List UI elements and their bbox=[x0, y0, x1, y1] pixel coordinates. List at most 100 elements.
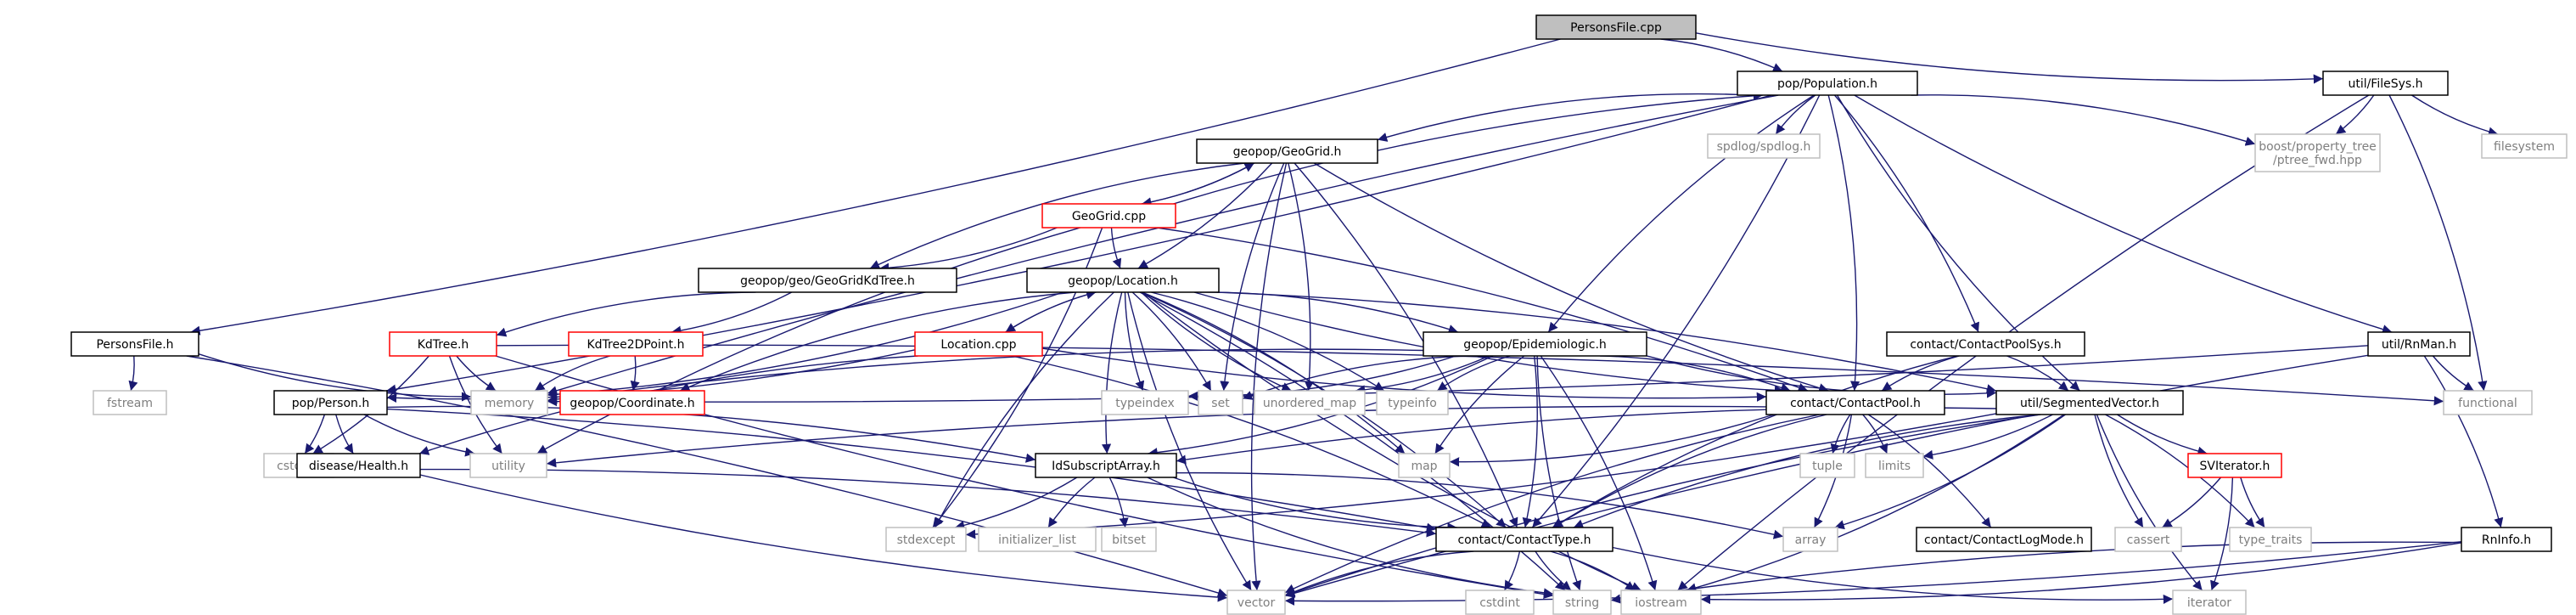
node-rninfo-h[interactable]: RnInfo.h bbox=[2461, 527, 2552, 552]
edge-geopop-geo-geogridkdtree-h-to-kdtree2dpoint-h bbox=[671, 291, 793, 336]
node-util-filesys-h[interactable]: util/FileSys.h bbox=[2322, 71, 2449, 96]
node-sviterator-h[interactable]: SVIterator.h bbox=[2187, 453, 2282, 478]
node-label-idsubscriptarray-h: IdSubscriptArray.h bbox=[1052, 460, 1160, 473]
edge-geogrid-cpp-to-geopop-geo-geogridkdtree-h bbox=[879, 227, 1058, 273]
node-geogrid-cpp[interactable]: GeoGrid.cpp bbox=[1041, 203, 1176, 229]
node-box-spdlog-spdlog-h bbox=[1707, 133, 1821, 159]
edge-geopop-location-h-to-iostream bbox=[1142, 291, 1642, 591]
edge-pop-population-h-to-geopop-geogrid-h bbox=[1377, 93, 1738, 142]
edge-contact-contacttype-h-to-iostream bbox=[1550, 550, 1636, 591]
node-label-tuple: tuple bbox=[1812, 460, 1843, 473]
node-label-util-rnman-h: util/RnMan.h bbox=[2382, 338, 2456, 352]
node-box-geopop-epidemiologic-h bbox=[1423, 331, 1647, 357]
node-geopop-geo-geogridkdtree-h[interactable]: geopop/geo/GeoGridKdTree.h bbox=[698, 268, 957, 293]
edge-location-cpp-to-contact-contacttype-h bbox=[1011, 355, 1492, 528]
node-label-array: array bbox=[1795, 533, 1827, 547]
edge-geopop-geogrid-h-to-vector bbox=[1250, 162, 1288, 591]
node-personsfile-h[interactable]: PersonsFile.h bbox=[70, 331, 199, 357]
edge-contact-contactpool-h-to-map bbox=[1449, 414, 1775, 467]
edge-util-segmentedvector-h-to-vector bbox=[1284, 414, 2040, 597]
edge-geopop-epidemiologic-h-to-contact-contacttype-h bbox=[1522, 355, 1538, 528]
node-geopop-coordinate-h[interactable]: geopop/Coordinate.h bbox=[559, 390, 705, 415]
node-disease-health-h[interactable]: disease/Health.h bbox=[296, 453, 421, 478]
edge-sviterator-h-to-cassert bbox=[2162, 477, 2222, 528]
node-box-utility bbox=[469, 453, 547, 478]
node-geopop-epidemiologic-h[interactable]: geopop/Epidemiologic.h bbox=[1423, 331, 1647, 357]
edge-util-rnman-h-to-memory bbox=[547, 345, 2369, 407]
node-geopop-location-h[interactable]: geopop/Location.h bbox=[1026, 268, 1220, 293]
node-geopop-geogrid-h[interactable]: geopop/GeoGrid.h bbox=[1196, 138, 1378, 164]
edge-pop-population-h-to-contact-contactpool-h bbox=[1827, 94, 1860, 392]
node-label-set: set bbox=[1211, 397, 1230, 410]
edge-personsfile-cpp-to-personsfile-h bbox=[190, 38, 1561, 336]
edge-kdtree2dpoint-h-to-memory bbox=[534, 355, 610, 392]
node-idsubscriptarray-h[interactable]: IdSubscriptArray.h bbox=[1035, 453, 1177, 478]
edge-contact-contactpoolsys-h-to-contact-contacttype-h bbox=[1552, 355, 1958, 528]
node-util-segmentedvector-h[interactable]: util/SegmentedVector.h bbox=[1995, 390, 2184, 415]
node-tuple: tuple bbox=[1799, 453, 1855, 478]
node-location-cpp[interactable]: Location.cpp bbox=[914, 331, 1043, 357]
node-box-functional bbox=[2443, 390, 2533, 415]
node-filesystem: filesystem bbox=[2481, 133, 2568, 159]
node-contact-contactlogmode-h[interactable]: contact/ContactLogMode.h bbox=[1916, 527, 2092, 552]
node-label-spdlog-spdlog-h: spdlog/spdlog.h bbox=[1717, 140, 1811, 154]
node-box-vector bbox=[1226, 590, 1286, 615]
edge-contact-contactpool-h-to-contact-contacttype-h bbox=[1552, 414, 1827, 528]
edge-sviterator-h-to-type-traits bbox=[2240, 477, 2265, 528]
edge-idsubscriptarray-h-to-stdexcept bbox=[954, 477, 1078, 530]
edge-geopop-epidemiologic-h-to-set bbox=[1242, 355, 1472, 400]
edge-geopop-geogrid-h-to-geopop-location-h bbox=[1137, 162, 1273, 269]
node-label-utility: utility bbox=[491, 460, 525, 473]
node-contact-contactpool-h[interactable]: contact/ContactPool.h bbox=[1765, 390, 1945, 415]
node-box-contact-contactpoolsys-h bbox=[1886, 331, 2085, 357]
node-pop-population-h[interactable]: pop/Population.h bbox=[1737, 71, 1918, 96]
node-box-boost-property-tree-ptree-fwd-hpp bbox=[2254, 133, 2381, 172]
edge-geopop-location-h-to-map bbox=[1142, 291, 1406, 454]
edge-util-filesys-h-to-filesystem bbox=[2411, 94, 2499, 137]
node-box-initializer-list bbox=[978, 527, 1097, 552]
edge-geopop-epidemiologic-h-to-util-segmentedvector-h bbox=[1646, 355, 1997, 398]
node-string: string bbox=[1552, 590, 1612, 615]
edge-contact-contactpool-h-to-vector bbox=[1284, 414, 1821, 594]
node-box-kdtree-h bbox=[389, 331, 497, 357]
node-label-pop-person-h: pop/Person.h bbox=[292, 397, 369, 410]
node-label-boost-property-tree-ptree-fwd-hpp-1: /ptree_fwd.hpp bbox=[2273, 154, 2362, 167]
node-label-cstdint: cstdint bbox=[1479, 596, 1520, 610]
node-contact-contacttype-h[interactable]: contact/ContactType.h bbox=[1435, 527, 1614, 552]
edge-geopop-epidemiologic-h-to-string bbox=[1536, 355, 1581, 591]
edge-contact-contactpool-h-to-contact-contactlogmode-h bbox=[1867, 414, 1992, 528]
edge-util-segmentedvector-h-to-iterator bbox=[2096, 414, 2203, 591]
node-label-geogrid-cpp: GeoGrid.cpp bbox=[1072, 210, 1146, 223]
node-label-geopop-geogrid-h: geopop/GeoGrid.h bbox=[1233, 145, 1342, 159]
edge-util-filesys-h-to-functional bbox=[2388, 94, 2488, 392]
node-box-geopop-coordinate-h bbox=[559, 390, 705, 415]
node-limits: limits bbox=[1865, 453, 1924, 478]
node-kdtree-h[interactable]: KdTree.h bbox=[389, 331, 497, 357]
node-box-disease-health-h bbox=[296, 453, 421, 478]
node-contact-contactpoolsys-h[interactable]: contact/ContactPoolSys.h bbox=[1886, 331, 2085, 357]
node-label-iostream: iostream bbox=[1635, 596, 1687, 610]
edge-personsfile-h-to-fstream bbox=[128, 355, 138, 392]
node-kdtree2dpoint-h[interactable]: KdTree2DPoint.h bbox=[568, 331, 704, 357]
edge-geopop-location-h-to-contact-contactpool-h bbox=[1193, 291, 1785, 396]
node-box-contact-contacttype-h bbox=[1435, 527, 1614, 552]
node-box-idsubscriptarray-h bbox=[1035, 453, 1177, 478]
node-personsfile-cpp[interactable]: PersonsFile.cpp bbox=[1535, 14, 1697, 40]
edge-rninfo-h-to-vector bbox=[1284, 541, 2462, 606]
node-box-util-rnman-h bbox=[2367, 331, 2471, 357]
node-util-rnman-h[interactable]: util/RnMan.h bbox=[2367, 331, 2471, 357]
node-memory: memory bbox=[470, 390, 548, 415]
node-label-string: string bbox=[1565, 596, 1599, 610]
node-pop-person-h[interactable]: pop/Person.h bbox=[273, 390, 388, 415]
edge-pop-person-h-to-disease-health-h bbox=[335, 414, 354, 454]
node-label-contact-contacttype-h: contact/ContactType.h bbox=[1457, 533, 1591, 547]
node-stdexcept: stdexcept bbox=[885, 527, 967, 552]
node-box-pop-person-h bbox=[273, 390, 388, 415]
edge-geopop-location-h-to-stdexcept bbox=[934, 291, 1114, 528]
node-label-contact-contactlogmode-h: contact/ContactLogMode.h bbox=[1924, 533, 2084, 547]
edge-geopop-geo-geogridkdtree-h-to-kdtree-h bbox=[496, 291, 756, 337]
node-map: map bbox=[1398, 453, 1451, 478]
node-box-unordered-map bbox=[1254, 390, 1366, 415]
node-label-filesystem: filesystem bbox=[2494, 140, 2555, 154]
node-label-geopop-location-h: geopop/Location.h bbox=[1068, 274, 1178, 288]
